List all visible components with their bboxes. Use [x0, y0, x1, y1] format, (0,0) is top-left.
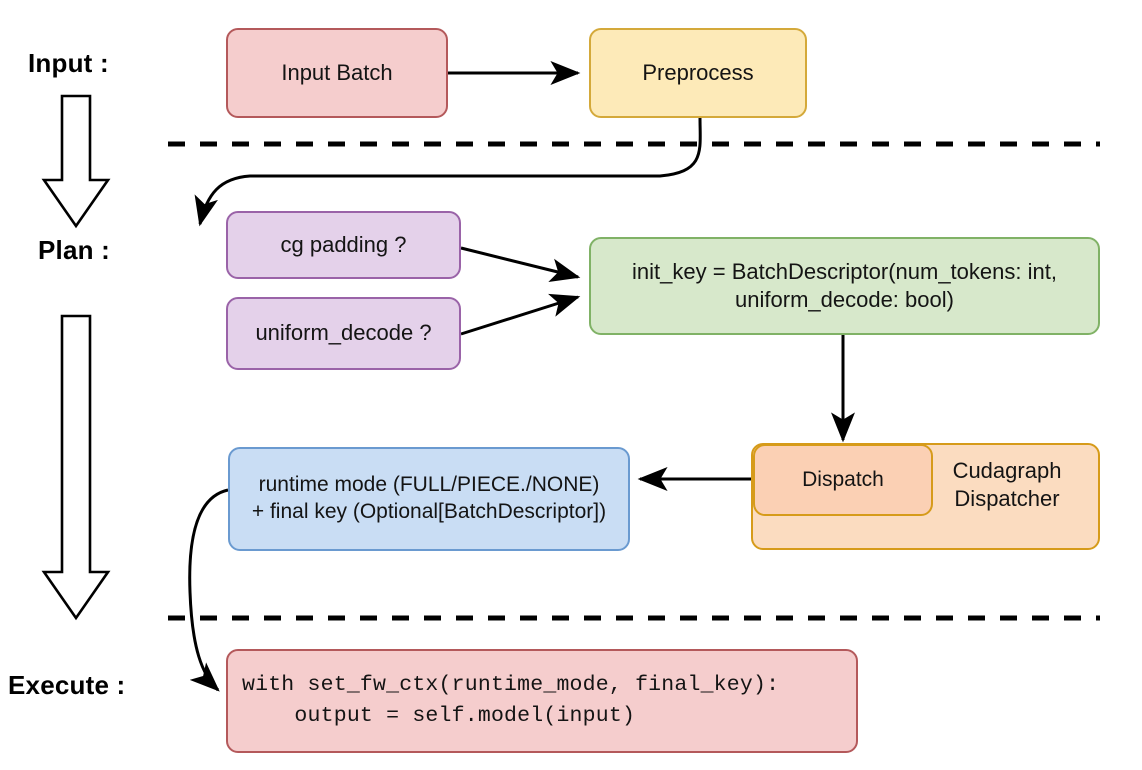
- plan-to-execute-block-arrow: [41, 314, 111, 621]
- cudagraph-dispatcher-label: Cudagraph Dispatcher: [952, 458, 1062, 511]
- preprocess-to-cg-padding-arrow: [194, 117, 702, 227]
- input-to-plan-block-arrow: [41, 94, 111, 229]
- cg-padding-to-init-key-arrow: [460, 246, 581, 283]
- stage-label-input: Input :: [28, 48, 109, 78]
- stage-label-plan: Plan :: [38, 235, 110, 265]
- node-execute-code[interactable]: with set_fw_ctx(runtime_mode, final_key)…: [226, 649, 858, 753]
- stage-label-execute: Execute :: [8, 670, 126, 700]
- node-dispatch[interactable]: Dispatch: [753, 444, 933, 516]
- uniform-decode-to-init-key-arrow: [460, 293, 581, 336]
- node-uniform-decode[interactable]: uniform_decode ?: [226, 297, 461, 370]
- runtime-mode-to-execute-code-arrow: [188, 488, 229, 692]
- node-init-key[interactable]: init_key = BatchDescriptor(num_tokens: i…: [589, 237, 1100, 335]
- node-input-batch[interactable]: Input Batch: [226, 28, 448, 118]
- node-cg-padding[interactable]: cg padding ?: [226, 211, 461, 279]
- node-preprocess[interactable]: Preprocess: [589, 28, 807, 118]
- node-runtime-mode[interactable]: runtime mode (FULL/PIECE./NONE) + final …: [228, 447, 630, 551]
